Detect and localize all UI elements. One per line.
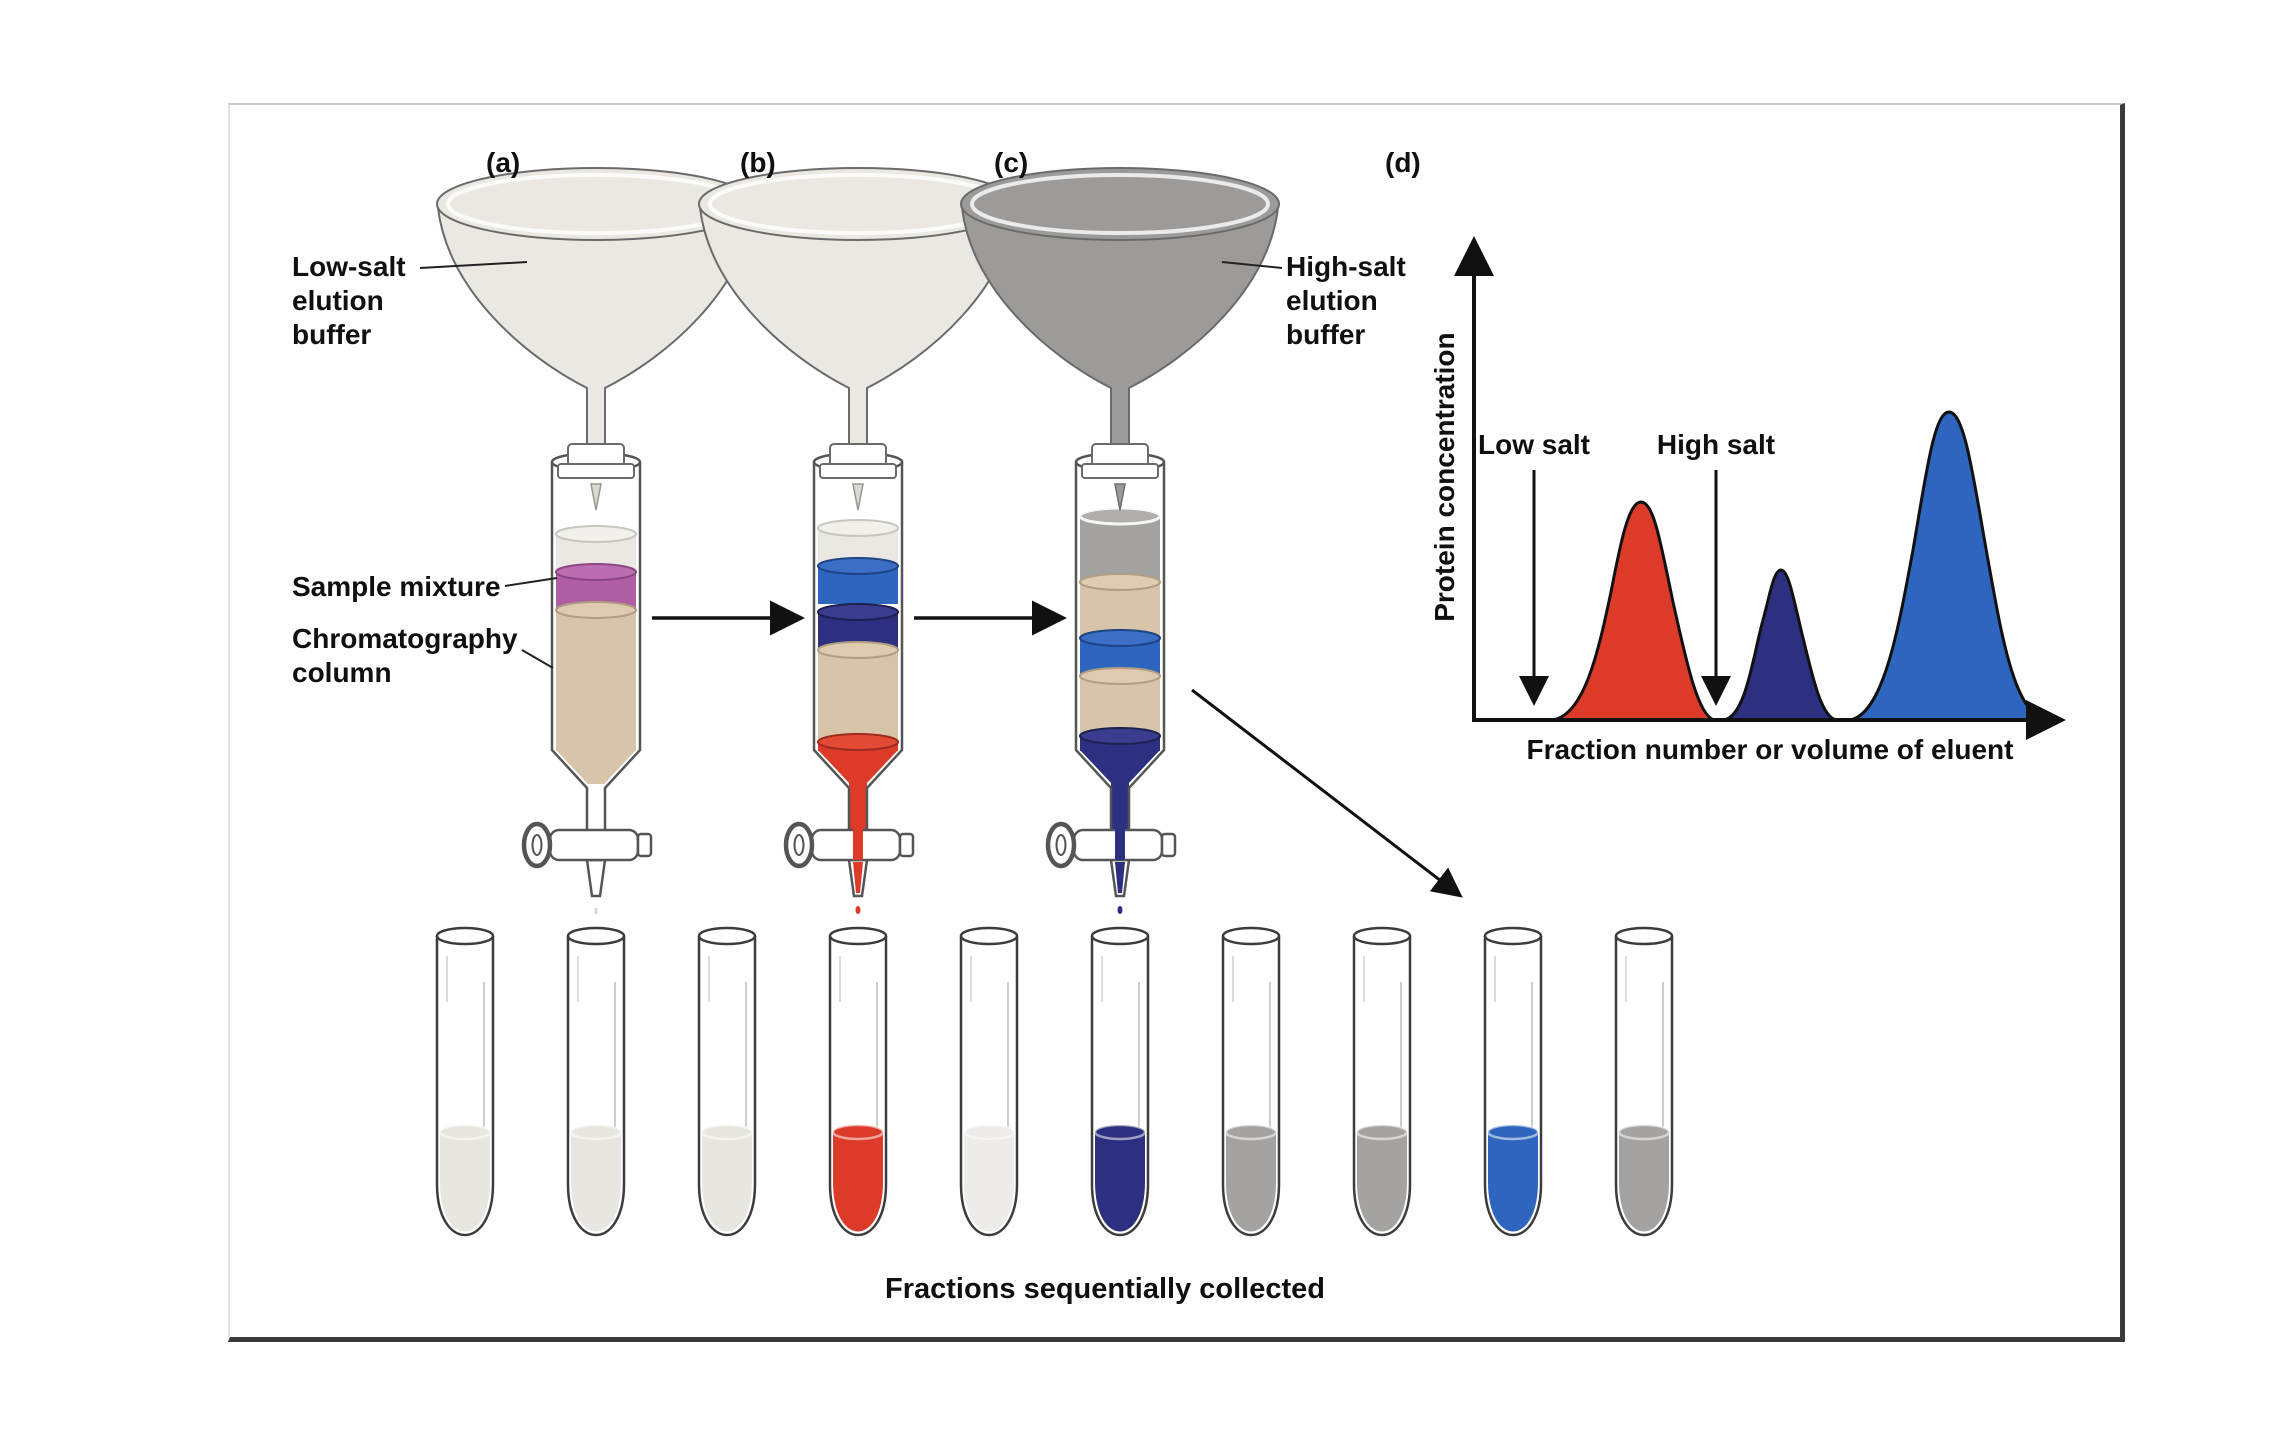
matrix-surface-lower xyxy=(1079,667,1161,685)
stopcock-tip-navy xyxy=(1115,862,1125,893)
column-matrix-upper xyxy=(1080,582,1160,638)
test-tube-3 xyxy=(697,926,757,1237)
high-salt-buffer-line2: elution xyxy=(1286,285,1378,317)
panel-label-d: (d) xyxy=(1385,147,1421,178)
leader-low-salt-buffer xyxy=(419,261,528,269)
test-tube-8 xyxy=(1352,926,1412,1237)
elution-chart xyxy=(1454,236,2066,740)
test-tube-9 xyxy=(1483,926,1543,1237)
column-b xyxy=(812,451,904,830)
low-salt-buffer-line1: Low-salt xyxy=(292,251,406,282)
leader-high-salt-buffer xyxy=(1221,261,1283,269)
high-salt-surface xyxy=(1078,506,1162,526)
inlet-drip xyxy=(1114,483,1126,511)
high-salt-annotation: High salt xyxy=(1656,429,1776,460)
navy-eluting-neck xyxy=(1111,782,1129,830)
navy-peak xyxy=(1722,568,1838,722)
high-salt-buffer-line1: High-salt xyxy=(1286,251,1406,282)
test-tube-10 xyxy=(1614,926,1674,1237)
stopcock-channel-red xyxy=(853,824,863,860)
navy-band-surface xyxy=(1079,727,1161,745)
blue-band-surface xyxy=(1079,629,1161,647)
blue-band-surface xyxy=(817,557,899,575)
test-tube-7 xyxy=(1221,926,1281,1237)
y-axis-label: Protein concentration xyxy=(1428,332,1460,622)
low-salt-buffer-line3: buffer xyxy=(292,319,372,351)
high-salt-layer xyxy=(1080,516,1160,582)
low-salt-buffer-line2: elution xyxy=(292,285,384,317)
leader-sample-mixture xyxy=(504,577,558,587)
low-salt-annotation: Low salt xyxy=(1477,429,1590,460)
column-c xyxy=(1074,451,1166,830)
panel-label-b: (b) xyxy=(740,147,776,178)
high-salt-buffer-line3: buffer xyxy=(1286,319,1366,351)
low-salt-buffer-label: Low-salt elution buffer xyxy=(292,250,406,352)
test-tube-6 xyxy=(1090,926,1150,1237)
sample-band-surface xyxy=(555,563,637,581)
red-eluting-neck xyxy=(849,782,867,830)
chromatography-column-label: Chromatography column xyxy=(292,622,518,690)
navy-band-surface xyxy=(817,603,899,621)
test-tube-4 xyxy=(828,926,888,1237)
red-eluting-cone xyxy=(818,750,898,784)
inlet-drip xyxy=(852,483,864,511)
stopcock-channel-navy xyxy=(1115,824,1125,860)
stopcock-tip-red xyxy=(853,862,863,893)
buffer-surface xyxy=(817,519,899,537)
navy-eluting-cone xyxy=(1080,750,1160,784)
test-tube-1 xyxy=(435,926,495,1237)
column-matrix-lower xyxy=(1080,676,1160,736)
x-axis-label: Fraction number or volume of eluent xyxy=(1526,734,2014,765)
funnel-high-salt-c xyxy=(959,166,1281,480)
stopcock-b xyxy=(786,824,913,896)
matrix-surface xyxy=(555,601,637,619)
stopcock-c xyxy=(1048,824,1175,896)
test-tube-5 xyxy=(959,926,1019,1237)
chromatography-column-line2: column xyxy=(292,657,392,689)
column-matrix-cone xyxy=(556,750,636,784)
panel-label-a: (a) xyxy=(486,147,521,178)
panel-label-c: (c) xyxy=(994,147,1029,178)
high-salt-buffer-label: High-salt elution buffer xyxy=(1286,250,1406,352)
inlet-drip xyxy=(590,483,602,511)
arrow-c-to-fractions xyxy=(1191,688,1463,898)
matrix-surface xyxy=(817,641,899,659)
blue-peak xyxy=(1848,410,2048,722)
column-matrix xyxy=(556,610,636,750)
matrix-surface xyxy=(1079,573,1161,591)
stopcock-a xyxy=(524,824,651,896)
chromatography-column-line1: Chromatography xyxy=(292,623,518,654)
red-peak xyxy=(1550,500,1716,722)
sample-mixture-label: Sample mixture xyxy=(292,571,501,602)
column-a xyxy=(550,451,642,830)
test-tube-2 xyxy=(566,926,626,1237)
buffer-surface xyxy=(555,525,637,543)
leader-chromatography-column xyxy=(521,649,554,669)
fractions-caption: Fractions sequentially collected xyxy=(885,1273,1325,1305)
red-band-surface xyxy=(817,733,899,751)
column-matrix xyxy=(818,650,898,742)
